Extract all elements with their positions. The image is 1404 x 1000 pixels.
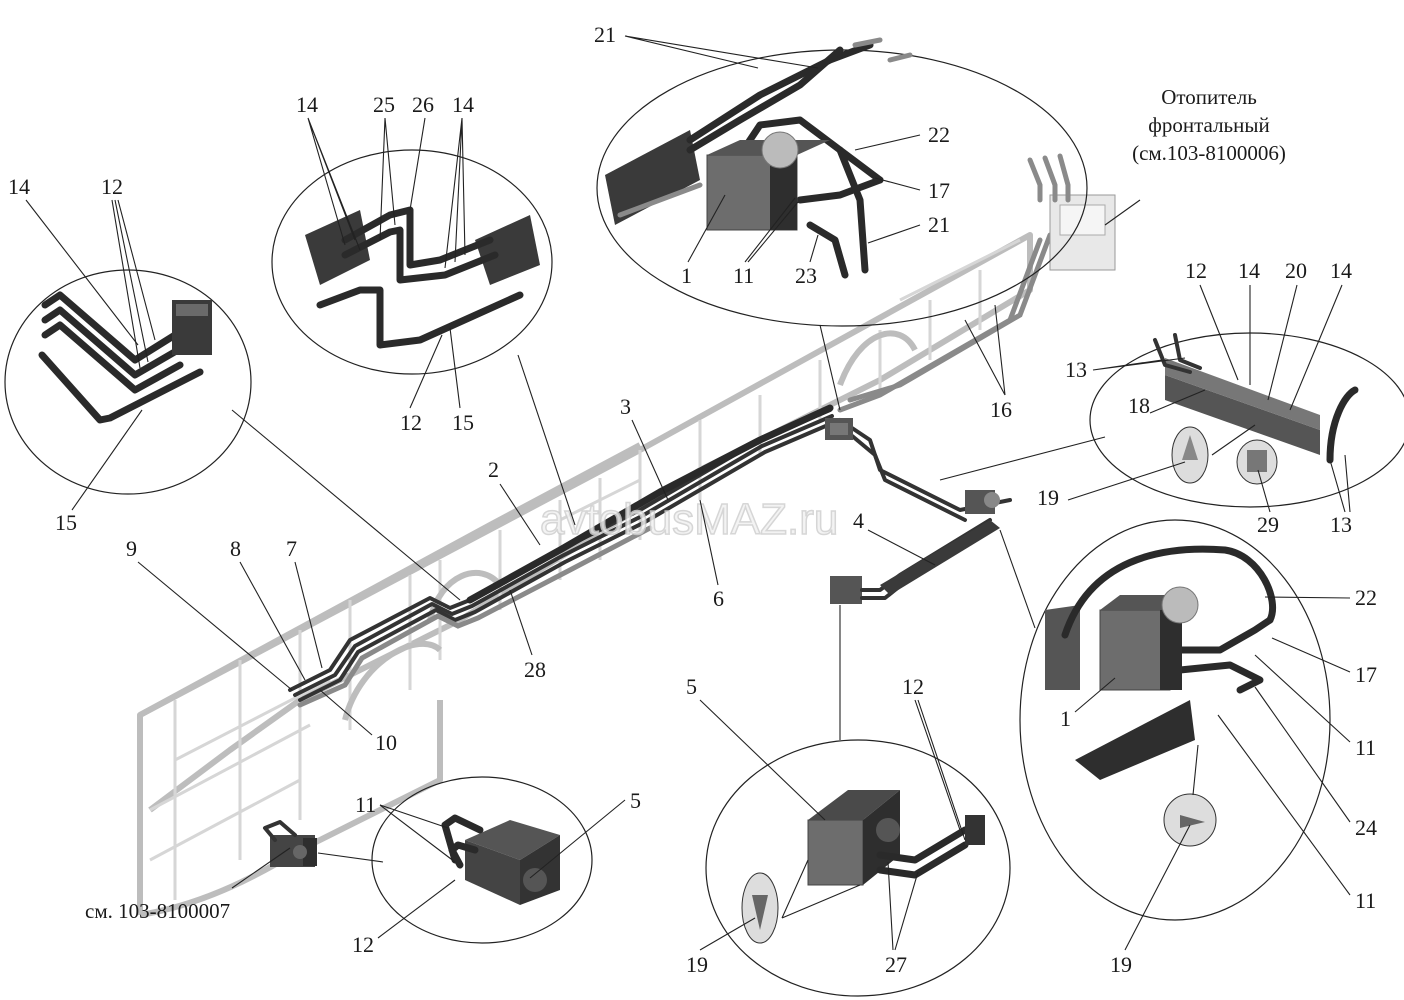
- callout-21a: 21: [594, 22, 616, 47]
- note-line-3: (см.103-8100006): [1132, 141, 1286, 165]
- callout-6: 6: [713, 586, 724, 611]
- callout-1: 1: [681, 263, 692, 288]
- callouts-detail-right-top: 12 14 20 14 13 18 19 29 13: [1037, 258, 1352, 537]
- callout-15a: 15: [452, 410, 474, 435]
- callout-12: 12: [101, 174, 123, 199]
- callout-5b: 5: [630, 788, 641, 813]
- callout-23: 23: [795, 263, 817, 288]
- callout-11: 11: [733, 263, 754, 288]
- callout-15: 15: [55, 510, 77, 535]
- detail-upper-left: [271, 149, 553, 375]
- callout-29: 29: [1257, 512, 1279, 537]
- callout-14d: 14: [1330, 258, 1352, 283]
- callout-7: 7: [286, 536, 297, 561]
- front-heater-unit: [1027, 153, 1116, 271]
- callout-14b: 14: [452, 92, 474, 117]
- callout-13a: 13: [1065, 357, 1087, 382]
- front-heater-note: Отопитель фронтальный (см.103-8100006): [1132, 85, 1286, 165]
- convector-4: [880, 520, 1000, 595]
- callouts-detail-left: 14 12 15: [8, 174, 156, 535]
- detail-connectors: [231, 199, 1141, 863]
- callout-13b: 13: [1330, 512, 1352, 537]
- callout-22b: 22: [1355, 585, 1377, 610]
- callout-5: 5: [686, 674, 697, 699]
- detail-right-bottom: [1019, 519, 1331, 921]
- watermark: avtobusMAZ.ru: [540, 495, 838, 544]
- rear-heater-unit-small: [263, 820, 317, 867]
- callouts-detail-upper-left: 14 25 26 14 12 15: [296, 92, 474, 435]
- callouts-detail-center-bottom: 5 12 19 27: [686, 674, 966, 977]
- callout-21b: 21: [928, 212, 950, 237]
- note-line-2: фронтальный: [1148, 113, 1269, 137]
- detail-left: [4, 269, 252, 495]
- callout-16: 16: [990, 397, 1012, 422]
- callout-19b: 19: [1110, 952, 1132, 977]
- callout-1b: 1: [1060, 706, 1071, 731]
- callout-4: 4: [853, 508, 864, 533]
- main-hose-bundle: [288, 232, 1053, 708]
- callout-14a: 14: [296, 92, 318, 117]
- callout-10: 10: [375, 730, 397, 755]
- rear-heater-note: см. 103-8100007: [85, 899, 230, 923]
- callout-19c: 19: [686, 952, 708, 977]
- callout-9: 9: [126, 536, 137, 561]
- callouts-detail-right-bottom: 22 17 1 11 24 11 19: [1060, 585, 1377, 977]
- callout-14: 14: [8, 174, 30, 199]
- callout-2: 2: [488, 457, 499, 482]
- callout-25: 25: [373, 92, 395, 117]
- callout-12d: 12: [352, 932, 374, 957]
- detail-top: [596, 37, 1088, 327]
- callout-24: 24: [1355, 815, 1377, 840]
- callout-11c: 11: [1355, 888, 1376, 913]
- callout-14c: 14: [1238, 258, 1260, 283]
- callouts-detail-top: 21 22 17 21 1 11 23: [594, 22, 950, 288]
- callouts-main: 2 3 4 6 7 8 9 10 16 28: [126, 304, 1012, 755]
- main-heater-unit-1: [825, 418, 853, 440]
- callout-8: 8: [230, 536, 241, 561]
- callout-12b: 12: [1185, 258, 1207, 283]
- callout-20: 20: [1285, 258, 1307, 283]
- callout-26: 26: [412, 92, 434, 117]
- main-heater-unit-2: [965, 490, 1000, 514]
- callout-11b: 11: [1355, 735, 1376, 760]
- callout-19a: 19: [1037, 485, 1059, 510]
- callout-11d: 11: [355, 792, 376, 817]
- detail-center-bottom: [705, 739, 1011, 997]
- callout-28: 28: [524, 657, 546, 682]
- callout-17: 17: [928, 178, 950, 203]
- detail-right-top: [1089, 332, 1404, 508]
- callout-17b: 17: [1355, 662, 1377, 687]
- callout-3: 3: [620, 394, 631, 419]
- callout-22: 22: [928, 122, 950, 147]
- callouts-detail-left-bottom: 11 5 12: [352, 788, 641, 957]
- callout-18: 18: [1128, 393, 1150, 418]
- callout-27: 27: [885, 952, 907, 977]
- callout-12a: 12: [400, 410, 422, 435]
- callout-12c: 12: [902, 674, 924, 699]
- note-line-1: Отопитель: [1161, 85, 1257, 109]
